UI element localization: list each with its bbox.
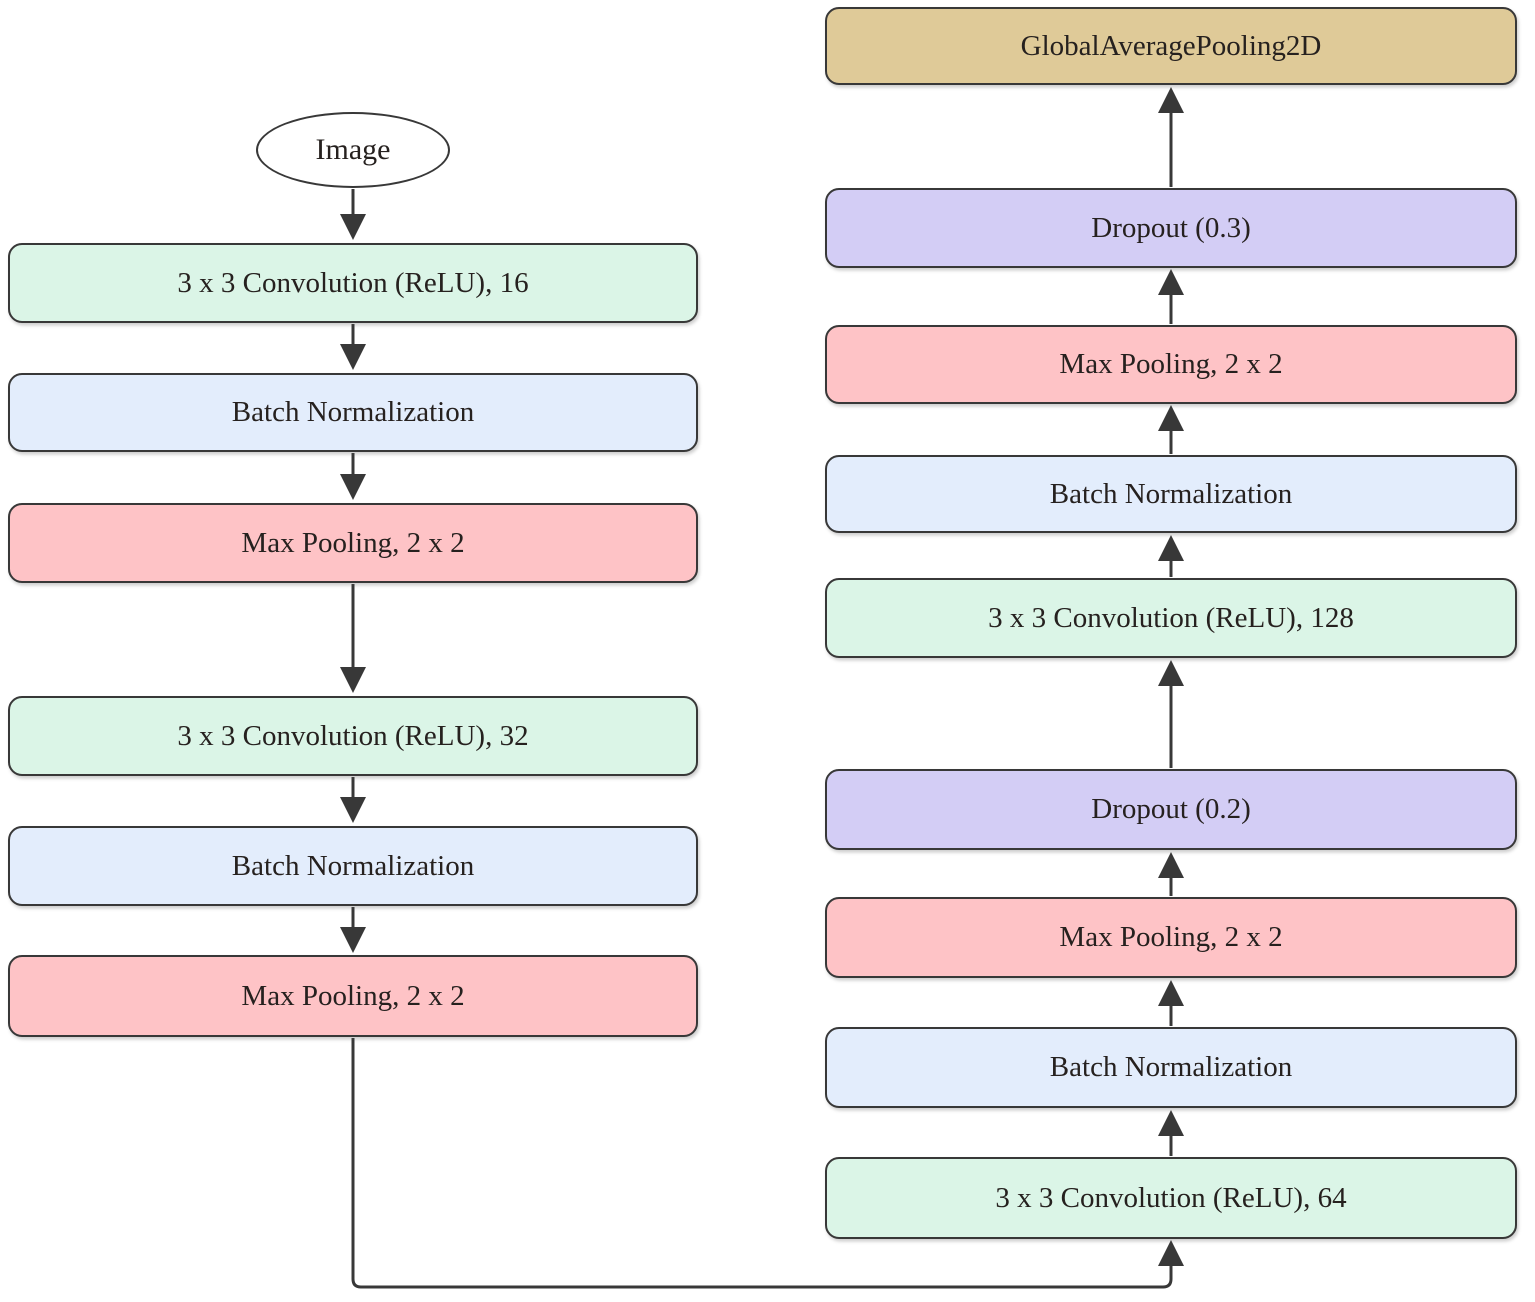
node-batchnorm-2: Batch Normalization [8,826,698,906]
arrow-batchnorm-to-maxpool4 [1158,405,1184,454]
arrow-image-to-conv16 [340,189,366,240]
node-batchnorm-3: Batch Normalization [825,1027,1517,1108]
arrow-dropout02-to-conv128 [1158,660,1184,768]
node-maxpool-1: Max Pooling, 2 x 2 [8,503,698,583]
node-dropout-0-2: Dropout (0.2) [825,769,1517,850]
arrow-conv16-to-batchnorm [340,324,366,370]
node-dropout-0-3: Dropout (0.3) [825,188,1517,268]
arrow-conv128-to-batchnorm [1158,535,1184,577]
arrow-batchnorm-to-maxpool3 [1158,980,1184,1026]
arrow-maxpool4-to-dropout03 [1158,269,1184,324]
node-conv-64: 3 x 3 Convolution (ReLU), 64 [825,1157,1517,1239]
arrow-maxpool-to-conv32 [340,584,366,693]
arrow-conv32-to-batchnorm [340,777,366,823]
node-conv-128: 3 x 3 Convolution (ReLU), 128 [825,578,1517,658]
node-maxpool-2: Max Pooling, 2 x 2 [8,955,698,1037]
arrow-dropout03-to-globalavgpool [1158,87,1184,187]
node-image-input: Image [256,112,450,188]
node-maxpool-4: Max Pooling, 2 x 2 [825,325,1517,404]
arrow-maxpool3-to-dropout02 [1158,852,1184,896]
arrow-batchnorm-to-maxpool [340,453,366,500]
node-batchnorm-1: Batch Normalization [8,373,698,452]
node-batchnorm-4: Batch Normalization [825,455,1517,533]
node-global-average-pooling-2d: GlobalAveragePooling2D [825,7,1517,85]
node-conv-16: 3 x 3 Convolution (ReLU), 16 [8,243,698,323]
arrow-conv64-to-batchnorm [1158,1110,1184,1156]
arrow-batchnorm-to-maxpool2 [340,907,366,953]
node-maxpool-3: Max Pooling, 2 x 2 [825,897,1517,978]
node-conv-32: 3 x 3 Convolution (ReLU), 32 [8,696,698,776]
